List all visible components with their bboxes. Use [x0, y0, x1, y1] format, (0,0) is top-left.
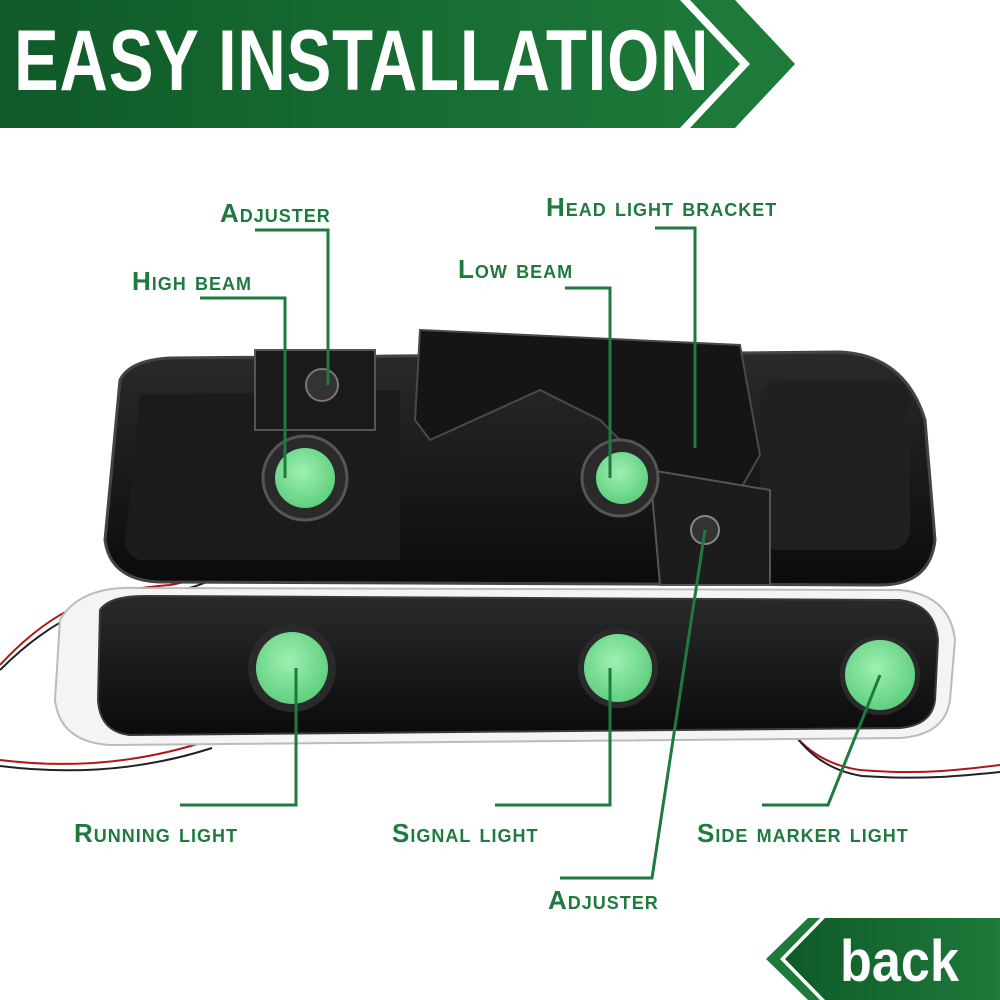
label-signal-light: Signal light — [392, 818, 539, 848]
back-button-shape[interactable] — [766, 918, 1000, 1000]
header-banner — [0, 0, 795, 128]
label-high-beam: High beam — [132, 266, 252, 296]
page-title: EASY INSTALLATION — [14, 13, 710, 109]
label-adjuster-top: Adjuster — [220, 198, 331, 228]
bumper-light-housing — [53, 586, 957, 747]
back-button-label[interactable]: back — [840, 929, 959, 994]
headlight-housing — [103, 328, 937, 587]
label-side-marker-light: Side marker light — [697, 818, 909, 848]
label-adjuster-bottom: Adjuster — [548, 885, 659, 915]
leader-lines — [180, 226, 882, 880]
header-banner-area: EASY INSTALLATION — [0, 0, 800, 128]
label-head-light-bracket: Head light bracket — [546, 192, 778, 222]
label-running-light: Running light — [74, 818, 238, 848]
label-low-beam: Low beam — [458, 254, 574, 284]
